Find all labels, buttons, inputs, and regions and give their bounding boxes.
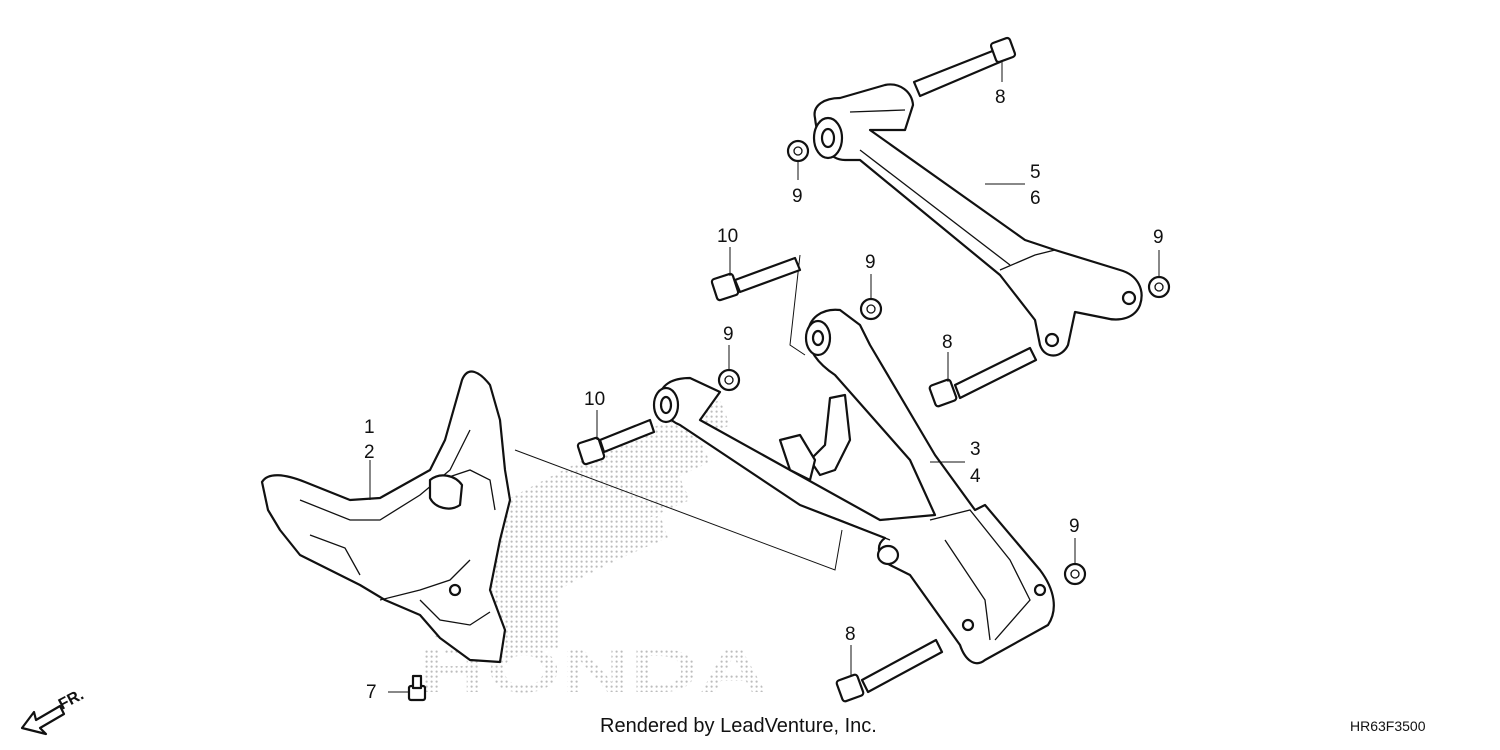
upper-arm (812, 83, 1143, 357)
bolt-part-8-bottom (835, 638, 944, 703)
bolt-part-10-top (710, 256, 802, 302)
bolt-part-10-bottom (576, 418, 656, 466)
part-label-8-top: 8 (995, 87, 1006, 108)
nut-part-9-b (1147, 275, 1171, 299)
part-labels: 1 2 3 4 5 6 7 8 8 8 9 9 9 9 9 10 10 (364, 87, 1164, 703)
nut-part-9-d (717, 368, 741, 392)
part-label-6: 6 (1030, 188, 1041, 209)
bolt-part-8-top (912, 36, 1017, 98)
part-label-10-top: 10 (717, 226, 738, 247)
part-label-9-e: 9 (1069, 516, 1080, 537)
skid-guard-plate (260, 370, 512, 664)
part-label-3: 3 (970, 439, 981, 460)
reference-lines (514, 254, 843, 571)
callout-leaders (369, 60, 1160, 693)
part-label-2: 2 (364, 442, 375, 463)
nut-part-9-e (1063, 562, 1087, 586)
bolt-part-7 (407, 674, 427, 702)
part-label-10-bottom: 10 (584, 389, 605, 410)
part-label-9-c: 9 (865, 252, 876, 273)
lower-arm (652, 308, 1055, 665)
diagram-code: HR63F3500 (1350, 718, 1426, 734)
part-label-7: 7 (366, 682, 377, 703)
part-label-1: 1 (364, 417, 375, 438)
bolt-part-8-middle (928, 346, 1038, 408)
part-label-5: 5 (1030, 162, 1041, 183)
part-label-9-b: 9 (1153, 227, 1164, 248)
render-credit: Rendered by LeadVenture, Inc. (600, 715, 877, 737)
part-label-9-a: 9 (792, 186, 803, 207)
front-direction-arrow: FR. (20, 686, 87, 736)
nut-part-9-a (786, 139, 810, 163)
part-label-4: 4 (970, 466, 981, 487)
part-label-8-bottom: 8 (845, 624, 856, 645)
part-label-9-d: 9 (723, 324, 734, 345)
part-label-8-middle: 8 (942, 332, 953, 353)
nut-part-9-c (859, 297, 883, 321)
